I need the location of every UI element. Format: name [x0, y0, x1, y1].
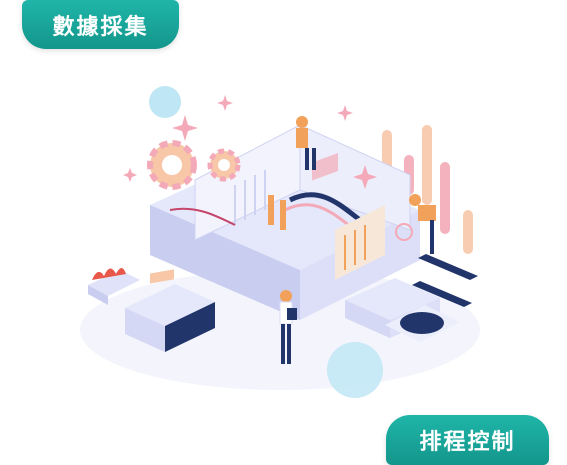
pillars: [382, 125, 473, 254]
data-collection-text: 數據採集: [52, 14, 149, 40]
schedule-control-text: 排程控制: [419, 430, 516, 455]
schedule-control-label: 排程控制: [386, 415, 549, 465]
floating-circle-bottom: [327, 342, 383, 398]
person-right: [395, 194, 436, 254]
data-collection-label: 數據採集: [22, 0, 179, 49]
gear-icon-large: [147, 140, 197, 190]
person-sitting-top: [296, 116, 316, 170]
sparkles: [123, 95, 377, 189]
memory-sticks: [412, 254, 478, 307]
floating-circle-top: [149, 86, 181, 118]
gear-icon-small: [207, 148, 241, 182]
person-standing: [279, 290, 297, 364]
